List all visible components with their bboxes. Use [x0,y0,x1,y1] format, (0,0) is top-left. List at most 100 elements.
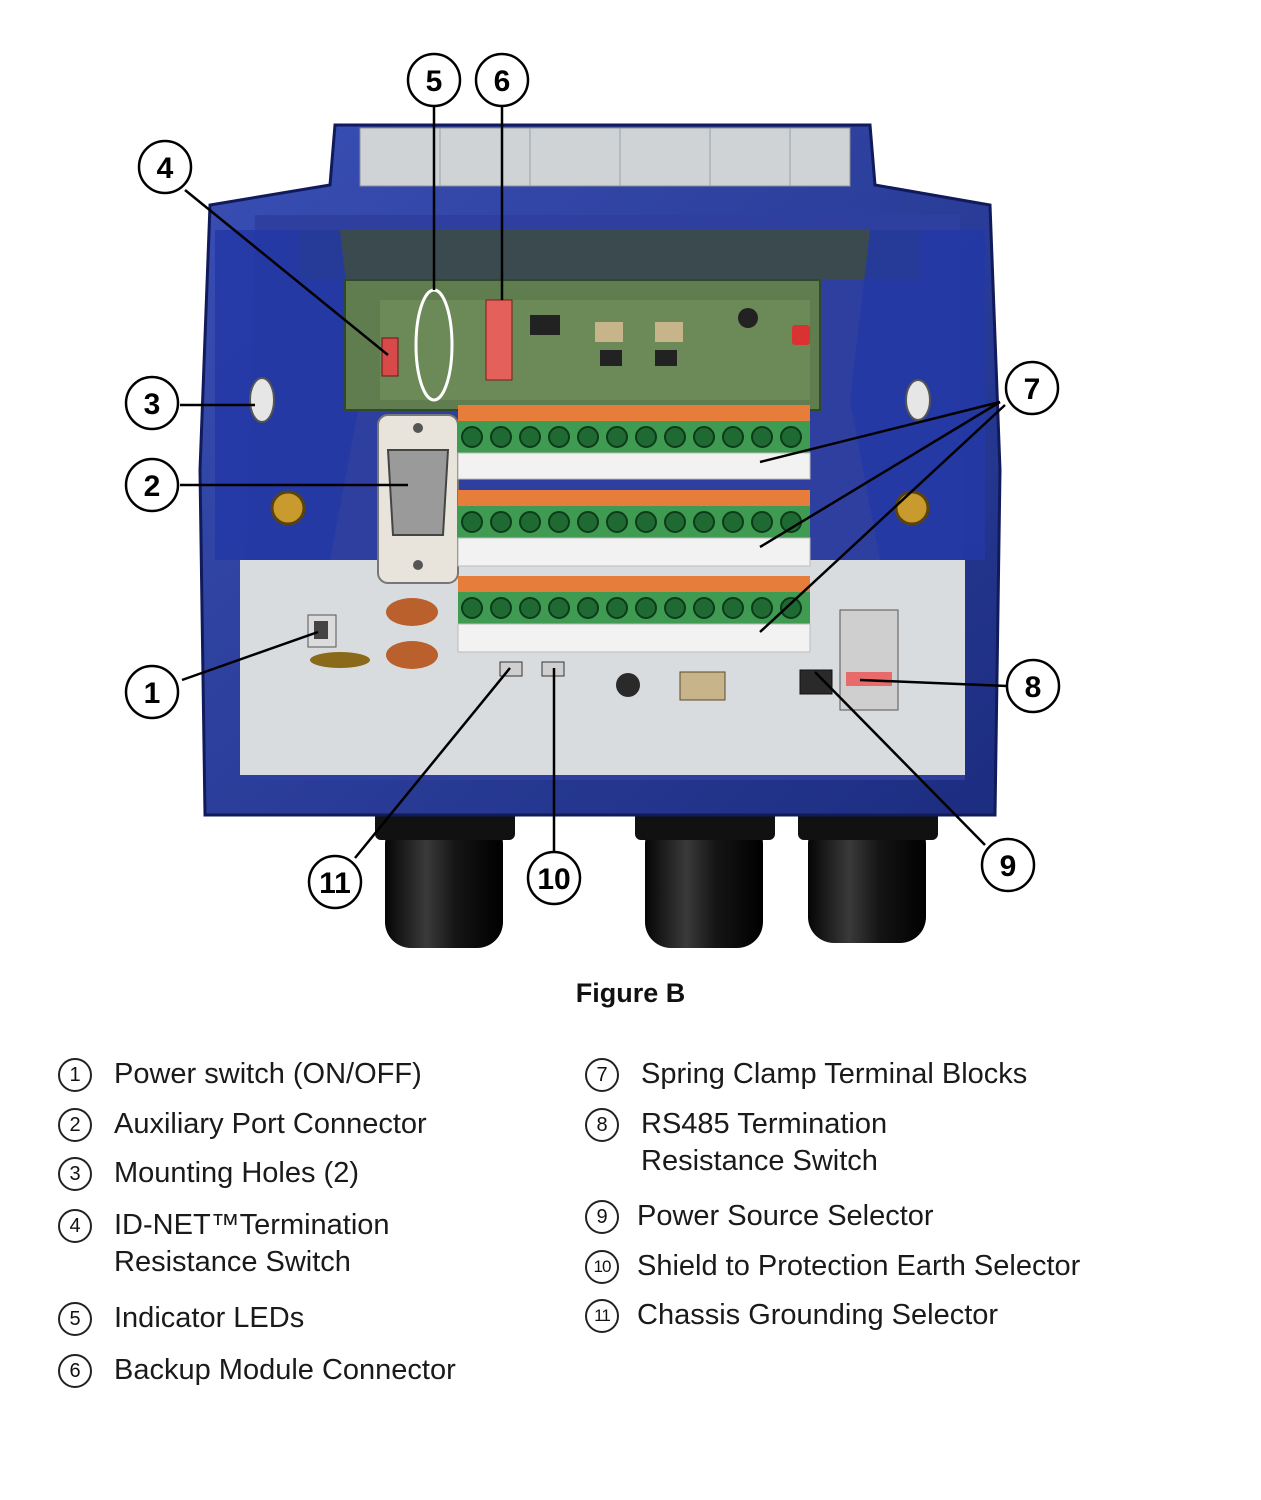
legend-item-10: 10 Shield to Protection Earth Selector [585,1248,1080,1285]
callout-4: 4 [137,139,193,195]
brass-insert-left [270,490,306,526]
figure-caption: Figure B [575,978,686,1008]
auxiliary-port-connector[interactable] [377,414,459,584]
spring-clamp-terminal-blocks[interactable] [457,405,811,653]
clamp-screw [751,426,773,448]
callout-9: 9 [980,837,1036,893]
legend-item-1: 1 Power switch (ON/OFF) [58,1056,422,1093]
svg-text:7: 7 [1024,373,1041,406]
legend-item-3: 3 Mounting Holes (2) [58,1155,359,1192]
pcb-component [679,671,726,701]
clamp-screw [548,511,570,533]
legend-label: ID-NET™Termination Resistance Switch [114,1209,390,1278]
legend-label: Shield to Protection Earth Selector [637,1250,1081,1282]
legend-label: Chassis Grounding Selector [637,1299,999,1331]
legend-badge: 11 [585,1299,619,1333]
ferrite-block [386,598,438,626]
clamp-screw [606,426,628,448]
legend-badge: 6 [58,1354,92,1388]
svg-text:5: 5 [426,65,443,98]
callout-7: 7 [1004,360,1060,416]
chassis-grounding-selector[interactable] [499,661,523,677]
clamp-screw [606,597,628,619]
clamp-screw [577,511,599,533]
connection-box-diagram: 1 2 3 4 5 6 7 8 9 10 11 [124,52,1061,948]
callout-2: 2 [124,457,180,513]
clamp-screw [635,426,657,448]
legend-badge: 4 [58,1209,92,1243]
brass-insert-right [894,490,930,526]
clamp-screw [461,597,483,619]
legend-badge: 9 [585,1200,619,1234]
clamp-screw [780,426,802,448]
svg-text:6: 6 [494,65,511,98]
clamp-screw [693,426,715,448]
clamp-screw [606,511,628,533]
legend-badge: 8 [585,1108,619,1142]
clamp-screw [722,597,744,619]
pcb-capacitor [616,673,640,697]
legend-label: Mounting Holes (2) [114,1157,359,1189]
terminal-block-row-2 [457,490,811,567]
svg-text:3: 3 [144,388,161,421]
legend-label: RS485 Termination Resistance Switch [641,1108,888,1177]
clamp-screw [519,426,541,448]
callout-8: 8 [1005,658,1061,714]
clamp-screws [461,426,802,619]
power-switch[interactable] [307,614,337,648]
clamp-screw [722,426,744,448]
legend-item-9: 9 Power Source Selector [585,1198,934,1235]
callout-1: 1 [124,664,180,720]
rs485-termination-switch[interactable] [839,609,899,711]
svg-text:9: 9 [1000,850,1017,883]
clamp-screw [635,597,657,619]
legend-badge: 2 [58,1108,92,1142]
ferrite-block [310,652,370,668]
clamp-screw [461,426,483,448]
legend-label: Backup Module Connector [114,1354,456,1386]
legend-badge: 10 [585,1250,619,1284]
clamp-screw [548,426,570,448]
legend-label: Power Source Selector [637,1200,934,1232]
clamp-screw [490,511,512,533]
callout-3: 3 [124,375,180,431]
legend-badge: 3 [58,1157,92,1191]
svg-text:10: 10 [537,863,570,896]
legend-item-8: 8 RS485 Termination Resistance Switch [585,1106,887,1180]
clamp-screw [577,597,599,619]
clamp-screw [490,426,512,448]
legend-badge: 7 [585,1058,619,1092]
legend-item-11: 11 Chassis Grounding Selector [585,1297,998,1334]
cable-glands [375,810,938,948]
clamp-screw [548,597,570,619]
legend-item-5: 5 Indicator LEDs [58,1300,304,1337]
legend-label: Power switch (ON/OFF) [114,1058,422,1090]
id-net-termination-switch[interactable] [381,337,399,377]
legend-label: Auxiliary Port Connector [114,1108,427,1140]
callout-11: 11 [307,854,363,910]
clamp-screw [722,511,744,533]
leader-lines [180,106,1008,859]
backup-module-connector[interactable] [485,299,513,381]
clamp-screw [693,597,715,619]
legend-badge: 1 [58,1058,92,1092]
clamp-screw [664,597,686,619]
clamp-screw [519,597,541,619]
svg-text:8: 8 [1025,671,1042,704]
legend-badge: 5 [58,1302,92,1336]
legend-label: Spring Clamp Terminal Blocks [641,1058,1028,1090]
clamp-screw [693,511,715,533]
mounting-hole-right [905,379,931,421]
legend-item-7: 7 Spring Clamp Terminal Blocks [585,1056,1027,1093]
clamp-screw [519,511,541,533]
callout-5: 5 [406,52,462,108]
clamp-screw [577,426,599,448]
svg-text:2: 2 [144,470,161,503]
clamp-screw [751,511,773,533]
ferrite-block [386,641,438,669]
legend-item-2: 2 Auxiliary Port Connector [58,1106,427,1143]
legend-item-6: 6 Backup Module Connector [58,1352,456,1389]
callout-6: 6 [474,52,530,108]
clamp-screw [780,597,802,619]
clamp-screw [490,597,512,619]
